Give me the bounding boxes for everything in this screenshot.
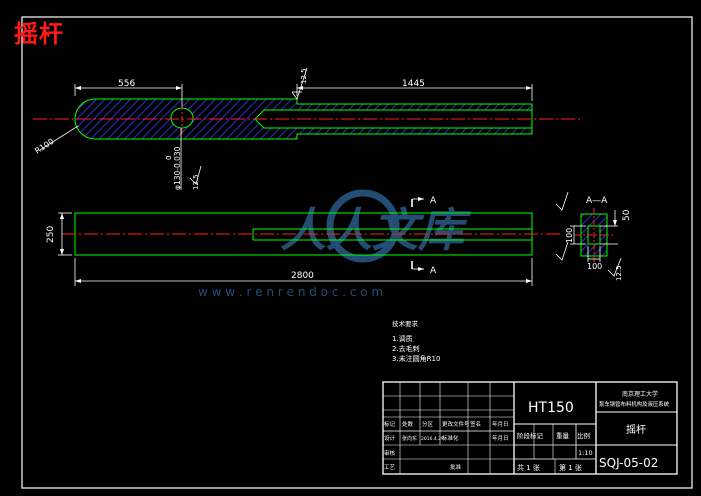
dim-250: 250 <box>46 226 56 243</box>
watermark-url: w w w . r e n r e n d o c . c o m <box>198 285 383 299</box>
drawing-number: SQJ-05-02 <box>599 456 658 470</box>
svg-text:分区: 分区 <box>422 420 434 428</box>
roughness-symbol-1: 12.5 <box>291 67 308 100</box>
title-block-text: HT150 南京理工大学 泵车钢管布料机构及液压系统 摇杆 SQJ-05-02 … <box>384 390 670 472</box>
svg-text:签名: 签名 <box>470 420 481 428</box>
roughness-symbol-3: 12.5 <box>607 257 623 281</box>
watermark-brand: 人人文库 <box>280 203 472 257</box>
note-3: 3.未注圆角R10 <box>392 354 440 363</box>
svg-text:标记: 标记 <box>384 420 396 428</box>
dim-bore-tol: 0 <box>165 156 173 160</box>
section-title: A—A <box>586 196 608 206</box>
school-name: 南京理工大学 <box>622 390 658 398</box>
section-view: A—A 50 100 100 12.5 <box>555 191 632 281</box>
scale-label: 比例 <box>577 431 590 440</box>
front-view: 250 2800 A A <box>46 196 562 286</box>
drawing-border <box>21 16 693 489</box>
svg-text:工艺: 工艺 <box>384 464 396 471</box>
weight-label: 重量 <box>556 432 570 440</box>
r100-leader <box>39 125 79 151</box>
page-title: 摇杆 <box>14 20 64 48</box>
dim-100-vertical: 100 <box>565 228 574 243</box>
watermark-ring <box>326 189 400 263</box>
svg-text:标准化: 标准化 <box>442 434 459 442</box>
svg-text:12.5: 12.5 <box>192 174 200 190</box>
scale-value: 1:10 <box>578 449 593 457</box>
svg-text:更改文件号: 更改文件号 <box>442 420 470 428</box>
sheet-number: 第 1 张 <box>559 463 582 472</box>
top-view-outline <box>74 98 533 140</box>
notes-heading: 技术要求 <box>392 319 419 328</box>
svg-text:批准: 批准 <box>450 463 462 471</box>
svg-text:A: A <box>430 266 437 276</box>
dim-556: 556 <box>118 79 135 89</box>
top-view: 556 1445 12.5 R100 φ130-0.030 0 <box>33 67 580 190</box>
technical-notes: 技术要求 1.调质 2.去毛刺 3.未注圆角R10 <box>392 319 440 363</box>
svg-text:2016.4.29: 2016.4.29 <box>421 436 444 442</box>
roughness-symbol-4 <box>555 191 569 261</box>
note-2: 2.去毛刺 <box>392 344 420 353</box>
note-1: 1.调质 <box>392 334 413 343</box>
roughness-symbol-2: 12.5 <box>189 165 202 190</box>
svg-text:12.5: 12.5 <box>300 68 308 84</box>
svg-text:张向东: 张向东 <box>402 435 417 442</box>
dim-50: 50 <box>622 209 632 221</box>
section-mark-top: A <box>411 196 437 207</box>
svg-text:年月日: 年月日 <box>492 434 509 442</box>
svg-text:处数: 处数 <box>402 420 414 428</box>
project-name: 泵车钢管布料机构及液压系统 <box>599 400 670 408</box>
svg-text:审核: 审核 <box>384 449 396 457</box>
stage-label: 阶段标记 <box>517 431 544 440</box>
svg-text:年月日: 年月日 <box>492 420 509 428</box>
material: HT150 <box>528 400 574 416</box>
dim-bore: φ130-0.030 <box>173 146 182 190</box>
dim-r100: R100 <box>33 137 55 156</box>
dim-2800: 2800 <box>291 271 314 281</box>
section-mark-bottom: A <box>411 261 437 276</box>
part-name: 摇杆 <box>626 423 646 436</box>
dim-1445: 1445 <box>402 79 425 89</box>
sheets-total: 共 1 张 <box>517 463 540 472</box>
title-block <box>382 381 678 475</box>
svg-text:A: A <box>430 196 437 206</box>
svg-text:12.5: 12.5 <box>615 265 623 281</box>
svg-text:设计: 设计 <box>384 434 396 442</box>
dim-100-horizontal: 100 <box>587 262 602 271</box>
watermark: 人人文库 w w w . r e n r e n d o c . c o m <box>198 189 472 299</box>
